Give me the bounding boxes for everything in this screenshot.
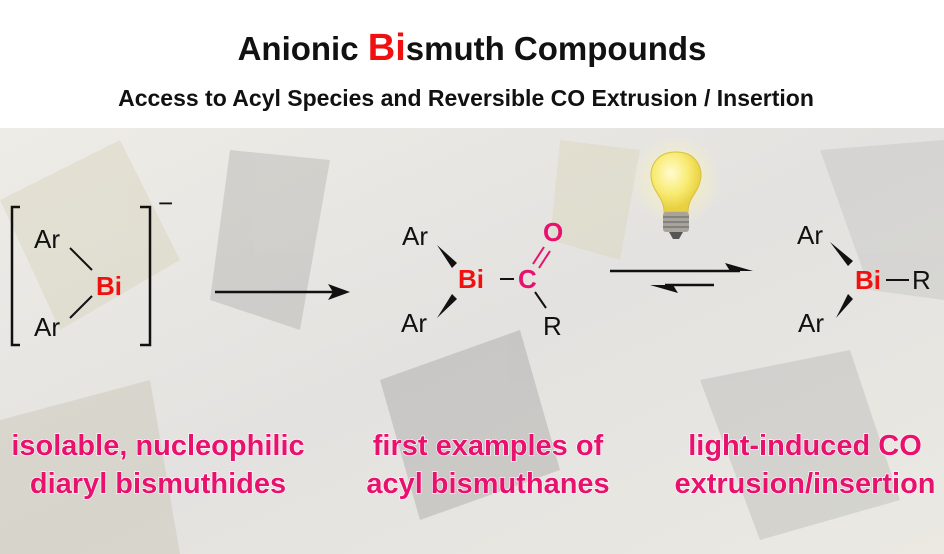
svg-text:first examples of: first examples of — [373, 430, 604, 462]
caption-co-extrusion: light-induced CO extrusion/insertion — [674, 429, 936, 500]
carbon-atom: C — [518, 264, 537, 294]
bismuth-atom: Bi — [855, 265, 881, 295]
svg-text:light-induced CO: light-induced CO — [688, 430, 922, 462]
svg-text:extrusion/insertion: extrusion/insertion — [674, 468, 935, 500]
oxygen-atom: O — [543, 217, 563, 247]
page-title: Anionic Bismuth Compounds — [238, 27, 707, 69]
structure-acyl-bismuthane: Ar Ar Bi C O R — [401, 217, 563, 341]
right-bracket — [140, 205, 152, 347]
bismuth-atom: Bi — [96, 271, 122, 301]
svg-text:diaryl bismuthides: diaryl bismuthides — [30, 468, 286, 500]
structure-diaryl-bismuthide: − Ar Bi Ar — [10, 188, 173, 347]
subtitle: Access to Acyl Species and Reversible CO… — [118, 85, 814, 111]
r-group: R — [912, 265, 931, 295]
aryl-bottom: Ar — [798, 308, 824, 338]
charge: − — [158, 188, 173, 218]
reaction-arrow — [215, 284, 350, 300]
caption-bismuthides: isolable, nucleophilic diaryl bismuthide… — [11, 429, 305, 500]
structure-alkyl-bismuthane: Ar Ar Bi R — [797, 220, 931, 338]
aryl-bottom: Ar — [34, 312, 60, 342]
equilibrium-arrows — [610, 263, 753, 293]
caption-acyl-bismuthanes: first examples of acyl bismuthanes — [366, 429, 611, 500]
aryl-top: Ar — [797, 220, 823, 250]
left-bracket — [10, 205, 20, 347]
r-group: R — [543, 311, 562, 341]
background-texture — [0, 128, 944, 554]
aryl-top: Ar — [34, 224, 60, 254]
bismuth-atom: Bi — [458, 264, 484, 294]
aryl-bottom: Ar — [401, 308, 427, 338]
background-pattern — [0, 140, 944, 554]
svg-text:isolable, nucleophilic: isolable, nucleophilic — [11, 430, 304, 462]
svg-text:acyl bismuthanes: acyl bismuthanes — [366, 468, 609, 500]
aryl-top: Ar — [402, 221, 428, 251]
lightbulb-icon — [631, 135, 721, 239]
